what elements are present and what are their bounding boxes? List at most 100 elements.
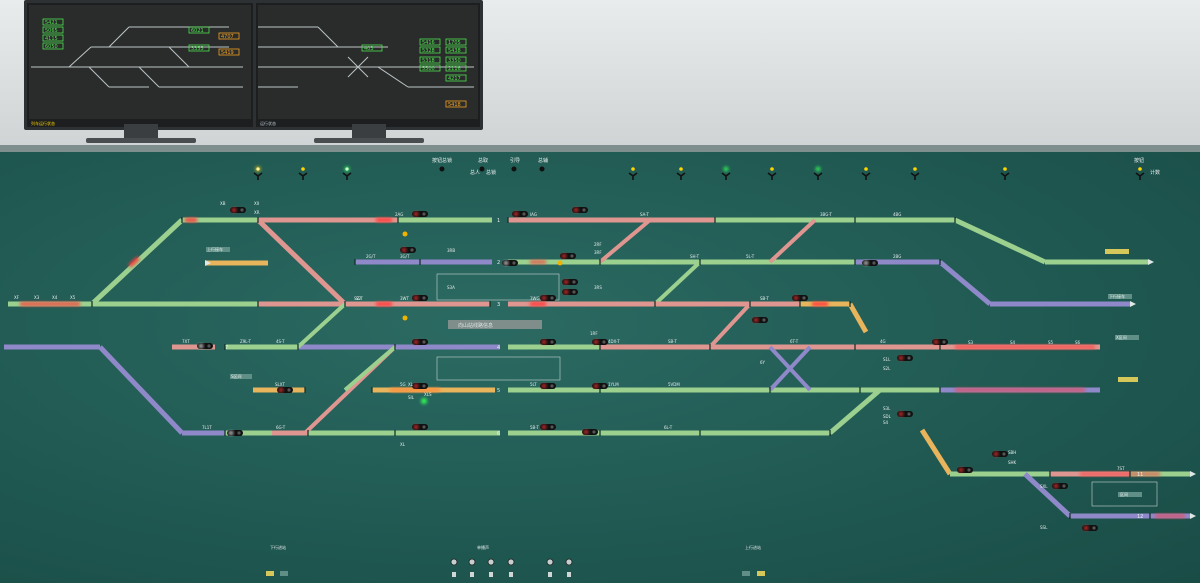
route-knob-7[interactable] xyxy=(813,172,823,180)
top-label-5: 总辅 xyxy=(538,157,548,164)
route-knob-5[interactable] xyxy=(721,172,731,180)
button-aux[interactable] xyxy=(539,166,545,172)
track-numbers: 1 2 3 4 5 6 7 11 12 xyxy=(225,218,1143,520)
top-lamp-row xyxy=(255,166,1142,172)
section-label-t4-4: SB-T xyxy=(668,339,677,344)
signal-label-bottom-right-1: SSL xyxy=(1040,525,1048,530)
right-monitor-indicator-10: 403 xyxy=(364,46,374,52)
right-monitor-indicator-9: 5418 xyxy=(448,102,461,108)
section-label-t6-0: 7L1T xyxy=(202,425,212,430)
indicator-lamp-green xyxy=(421,398,427,404)
section-label-t5-2: 5VDM xyxy=(668,382,680,387)
signal-label-right-exit-1: S4 xyxy=(1010,340,1016,345)
top-label-4: 引导 xyxy=(510,157,520,164)
bottom-indicator-1 xyxy=(280,571,288,576)
section-label-t6-2: 5B-T xyxy=(530,425,539,430)
section-label-t1-4: 4BG xyxy=(893,212,901,217)
approach-label-0: 上行接车 xyxy=(207,246,223,252)
bottom-knob-1[interactable] xyxy=(468,558,476,566)
section-label-t1-2: SA-T xyxy=(640,212,649,217)
signal-label-misc-4: 1RF xyxy=(590,331,598,336)
signal-label-left-entry-0: XF xyxy=(14,295,20,300)
top-right-label-0: 按钮 xyxy=(1134,157,1144,164)
route-knob-10[interactable] xyxy=(1000,172,1010,180)
signal-label-left-group-0: XL xyxy=(408,382,414,387)
right-monitor-indicator-5: 5438 xyxy=(448,48,461,54)
top-knob-row xyxy=(253,172,1145,180)
section-label-t4-0: Z9L-T xyxy=(240,339,252,344)
left-monitor-indicator-3: 6050 xyxy=(45,44,58,50)
button-guide[interactable] xyxy=(511,166,517,172)
track-layout: 按钮总锁 总人 总取 总锁 引导 总辅 按钮 计数 xyxy=(4,157,1196,577)
top-label-2: 总取 xyxy=(478,157,488,164)
indicator-lamp-2 xyxy=(402,315,408,321)
section-label-t2-3: 5L-T xyxy=(746,254,755,259)
route-knob-9[interactable] xyxy=(910,172,920,180)
bottom-knob-2[interactable] xyxy=(487,558,495,566)
section-label-t4-6: 6Y xyxy=(760,360,766,365)
section-label-t7-0: 7XT xyxy=(182,339,190,344)
route-knob-1[interactable] xyxy=(298,172,308,180)
outlined-boxes xyxy=(436,273,1158,507)
signal-label-left-entry-3: X5 xyxy=(70,295,76,300)
section-label-t6-3: 6L-T xyxy=(664,425,673,430)
button-cancel-all[interactable] xyxy=(479,166,485,172)
signal-label-top-left-0: XB xyxy=(220,201,226,206)
left-monitor-stand xyxy=(124,124,158,138)
approach-indicators: 上行接车 下行接车 X区间 S区间 区间 xyxy=(206,246,1142,497)
top-label-3: 总锁 xyxy=(486,169,496,176)
right-monitor-indicator-6: 3350 xyxy=(448,58,461,64)
left-monitor-indicator-7: 5419 xyxy=(221,50,234,56)
route-knob-11[interactable] xyxy=(1135,172,1145,180)
section-label-t3-0: SZ-T xyxy=(354,296,363,301)
center-sign xyxy=(448,320,542,329)
section-label-t4-1: 4S-T xyxy=(276,339,285,344)
route-knob-6[interactable] xyxy=(767,172,777,180)
bottom-knob-3[interactable] xyxy=(507,558,515,566)
button-lock-all[interactable] xyxy=(439,166,445,172)
bottom-knob-4[interactable] xyxy=(546,558,554,566)
section-label-t3-1: 3WT xyxy=(400,296,410,301)
left-monitor-indicator-4: 6021 xyxy=(191,28,204,34)
bottom-indicator-2 xyxy=(742,571,750,576)
signal-label-right-group-0: S1L xyxy=(883,357,891,362)
signal-label-right-exit-0: S3 xyxy=(968,340,974,345)
top-center-buttons xyxy=(439,166,545,172)
signal-label-right-group-4: S4 xyxy=(883,420,889,425)
section-label-t6-1: 6G-T xyxy=(276,425,286,430)
tracks xyxy=(4,217,1190,519)
section-label-t1-0: IAG xyxy=(530,212,537,217)
route-knob-3[interactable] xyxy=(628,172,638,180)
bottom-label-2: 上行进站 xyxy=(745,544,761,550)
route-knob-8[interactable] xyxy=(861,172,871,180)
bottom-knob-0[interactable] xyxy=(450,558,458,566)
approach-label-2: X区间 xyxy=(1116,334,1127,340)
route-knob-4[interactable] xyxy=(676,172,686,180)
signal-label-lower-right-1: SHK xyxy=(1008,460,1017,465)
insulation-joints xyxy=(91,217,1151,519)
bottom-label-1: 单播声 xyxy=(477,544,489,550)
signal-label-left-entry-2: X4 xyxy=(52,295,58,300)
signal-label-bottom-right-0: SXL xyxy=(1040,484,1048,489)
track-number-12: 12 xyxy=(1137,514,1143,520)
section-label-t4-5: 6T-T xyxy=(790,339,799,344)
left-monitor-indicator-0: 5421 xyxy=(45,20,58,26)
signal-label-left-group-1: SIL xyxy=(408,395,415,400)
bottom-knob-5[interactable] xyxy=(565,558,573,566)
route-knob-2[interactable] xyxy=(342,172,352,180)
bottom-label-0: 下行进站 xyxy=(270,544,286,550)
indicator-lamp-1 xyxy=(402,231,408,237)
section-label-t4-2: 4G xyxy=(880,339,886,344)
signals xyxy=(197,207,1098,531)
top-label-1: 总人 xyxy=(470,169,480,176)
route-knob-0[interactable] xyxy=(253,172,263,180)
signal-label-left-entry-1: X3 xyxy=(34,295,40,300)
signal-label-misc-2: 3RF xyxy=(594,250,602,255)
signal-label-lower-right-0: SBH xyxy=(1008,450,1016,455)
right-monitor-stand xyxy=(352,124,386,138)
approach-label-3: S区间 xyxy=(231,373,242,379)
